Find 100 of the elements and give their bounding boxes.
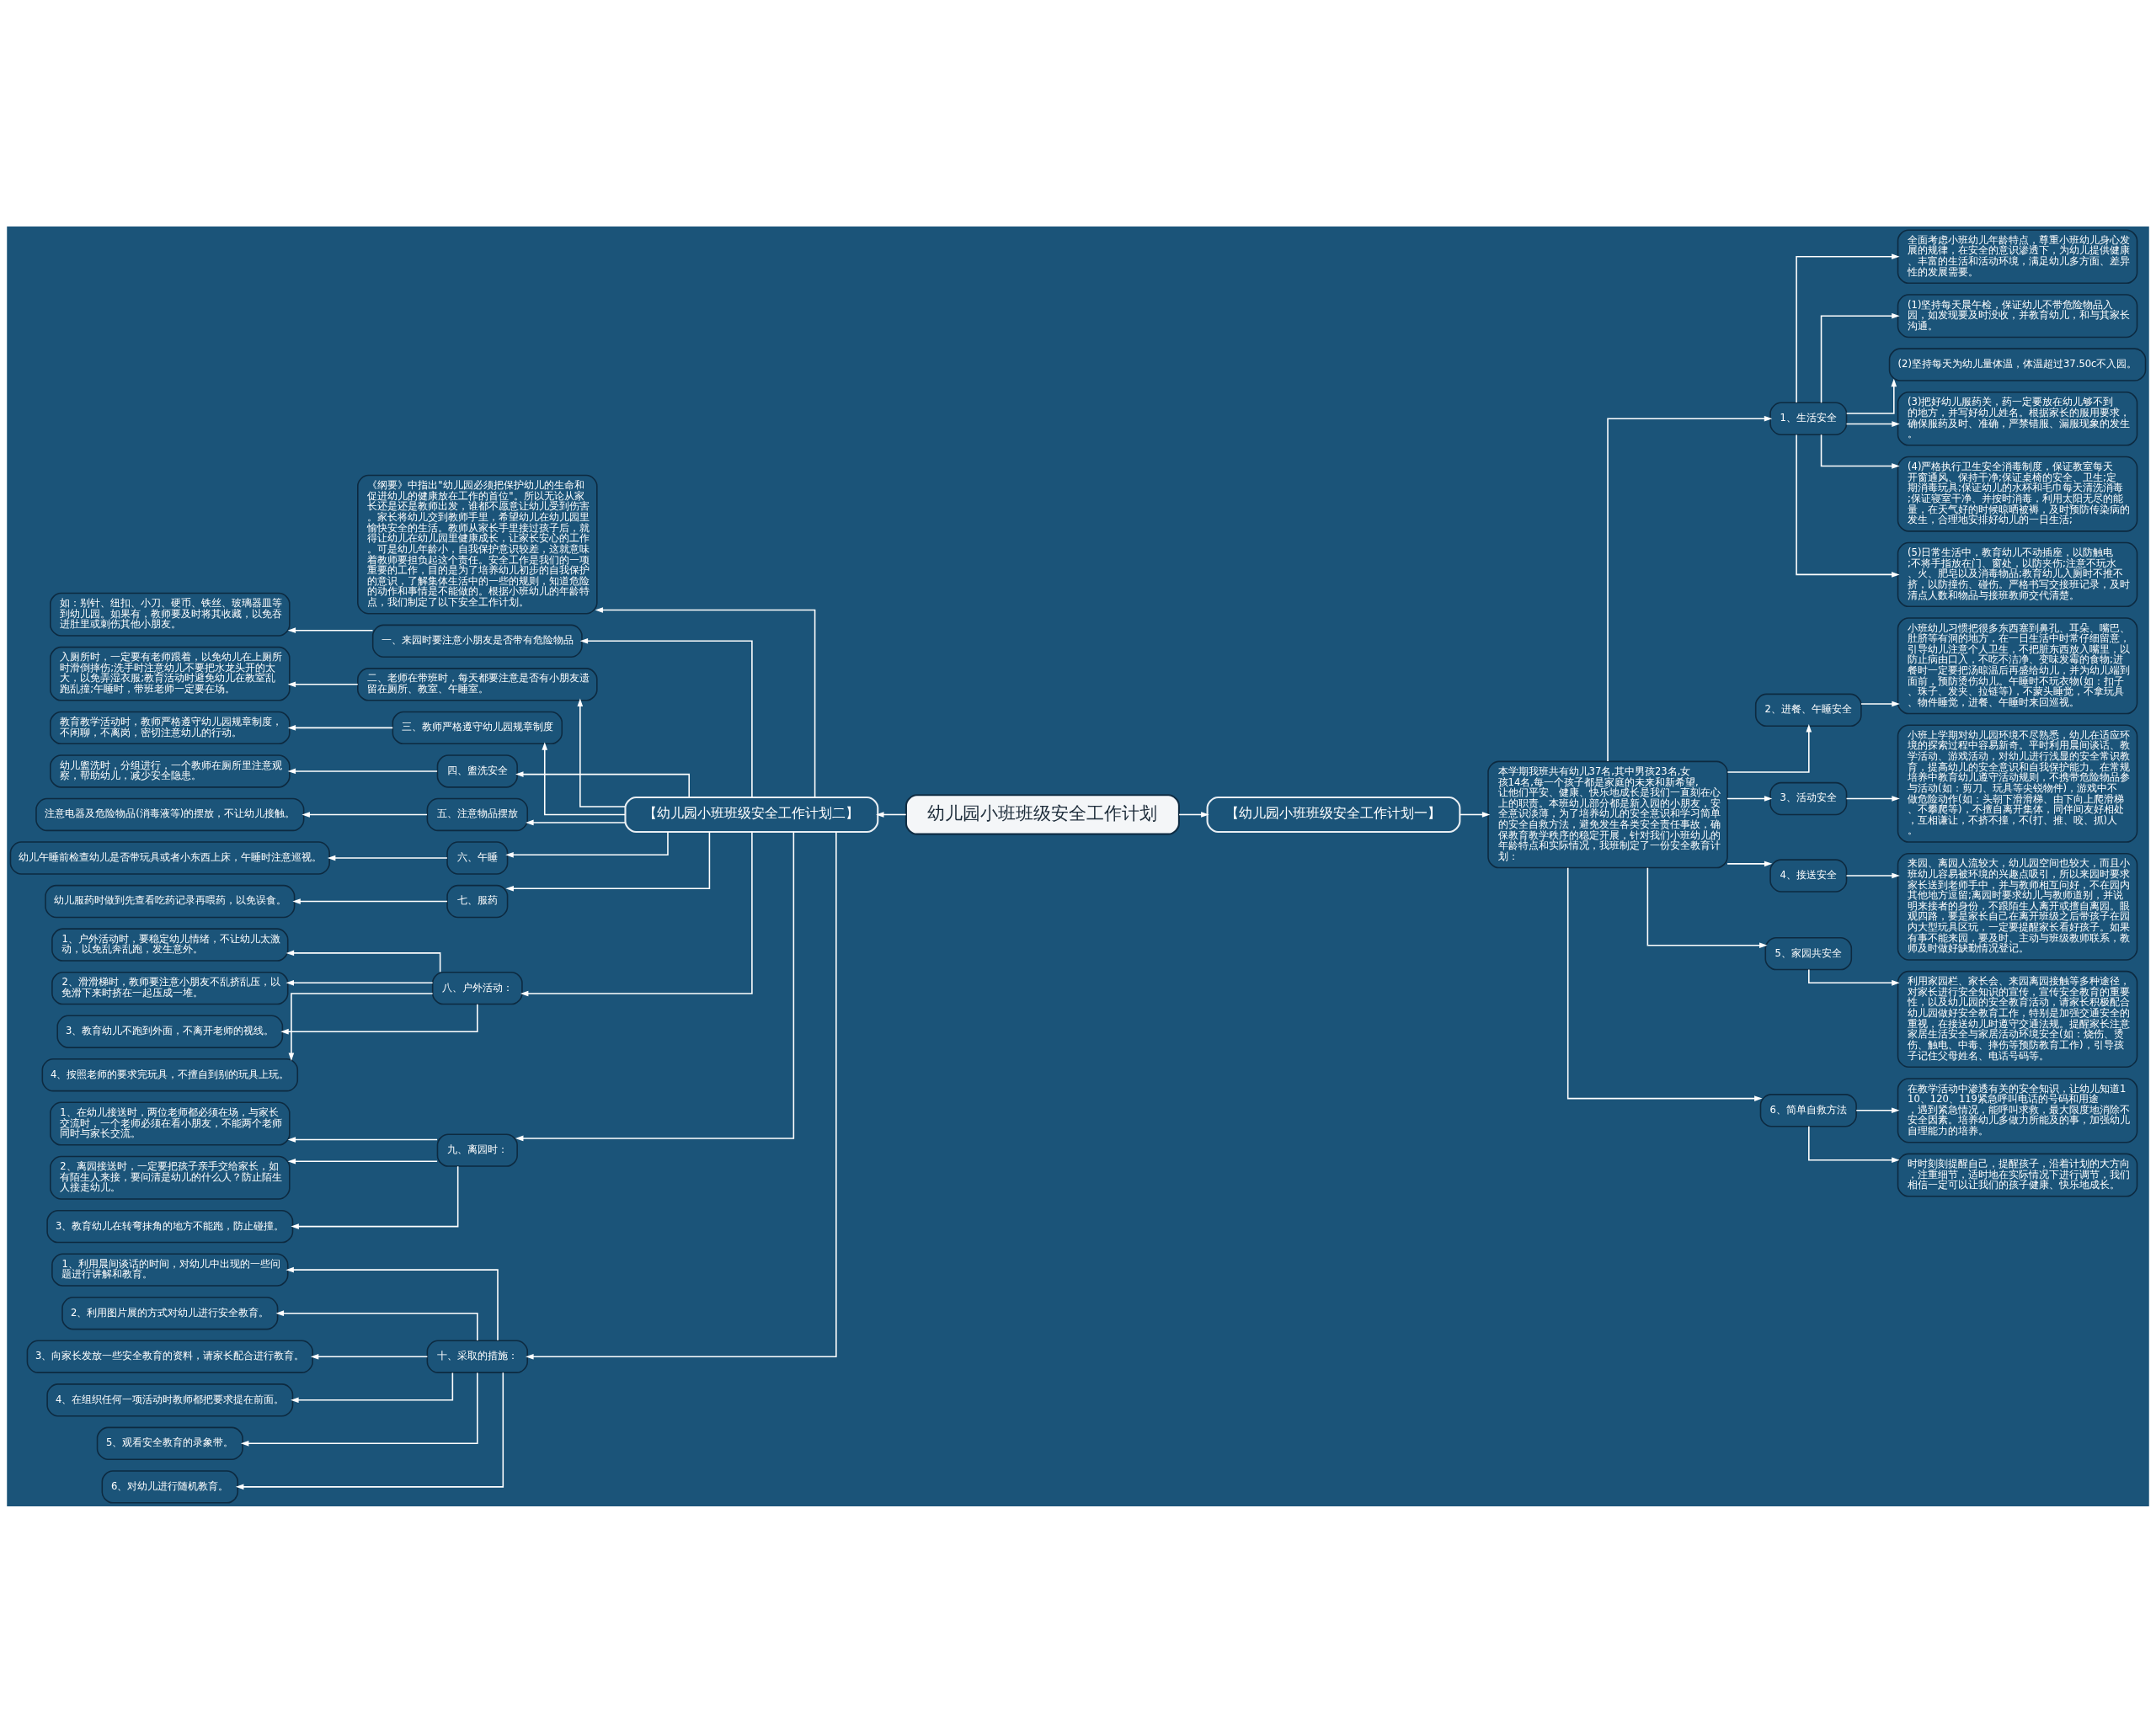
arrow — [579, 637, 753, 798]
node-box: 1、生活安全 — [1769, 402, 1848, 435]
node-box: (5)日常生活中，教育幼儿不动插座，以防触电;不将手指放在门、窗处，以防夹伤;注意不玩水、火、肥皂以及消毒物品;教育幼儿入厕时不推不挤，以防撞伤、碰伤。严格书写交接班记录，及时清点人数和物品与接班教师交代清楚。 — [1897, 541, 2138, 607]
arrow — [287, 724, 394, 731]
node-box: 教育教学活动时，教师严格遵守幼儿园规章制度，不闲聊，不离岗，密切注意幼儿的行动。 — [50, 711, 291, 744]
arrow — [310, 1353, 429, 1360]
arrow — [1459, 811, 1491, 818]
node-box: 3、活动安全 — [1769, 781, 1848, 815]
node-box: 3、教育幼儿不跑到外面，不离开老师的视线。 — [56, 1014, 284, 1048]
arrow — [287, 1158, 438, 1164]
node-box: 5、家园共安全 — [1764, 936, 1853, 970]
arrow — [1820, 312, 1900, 403]
node-box: 幼儿园小班班级安全工作计划 — [905, 793, 1180, 835]
arrow — [505, 831, 711, 892]
node-box: 2、离园接送时，一定要把孩子亲手交给家长，如有陌生人来接，要问清是幼儿的什么人？防止陌生人接走幼儿。 — [50, 1155, 291, 1200]
arrow — [1808, 968, 1900, 986]
arrow — [291, 1165, 459, 1229]
node-box: 七、服药 — [446, 884, 509, 918]
node-box: 十、采取的措施： — [426, 1340, 529, 1373]
arrow — [287, 1136, 438, 1143]
node-box: 本学期我班共有幼儿37名,其中男孩23名,女孩14名,每一个孩子都是家庭的未来和新希望,让他们平安、健康、快乐地成长是我们一直刻在心上的职责。本班幼儿部分都是新入园的小朋友，安全意识淡薄，为了培养幼儿的安全意识和学习简单的安全自救方法，避免发生各类安全责任事故，确保教育教学秩序的稳定开展，针对我们小班幼儿的年龄特点和实际情况，我班制定了一份安全教育计划： — [1487, 760, 1728, 868]
node-box: 一、来园时要注意小朋友是否带有危险物品 — [371, 624, 583, 658]
node-box: 1、户外活动时，要稳定幼儿情绪，不让幼儿太激动，以免乱奔乱跑，发生意外。 — [51, 927, 289, 962]
node-box: 2、利用图片展的方式对幼儿进行安全教育。 — [61, 1296, 279, 1330]
node-box: 3、向家长发放一些安全教育的资料，请家长配合进行教育。 — [26, 1340, 313, 1373]
node-box: 来园、离园人流较大，幼儿园空间也较大，而且小班幼儿容易被环境的兴趣点吸引，所以来园时要求家长送到老师手中，并与教师相互问好，不在园内其他地方逗留;离园时要求幼儿与教师道别，并说明来接者的身份，不跟陌生人离开或擅自离园。眼观四路，要是家长自己在离开班级之后带孩子在园内大型玩具区玩，一定要提醒家长看好孩子。如果有事不能来园，要及时、主动与班级教师联系，教师及时做好缺勤情况登记。 — [1897, 852, 2138, 961]
arrow — [1860, 701, 1900, 706]
arrow — [876, 811, 907, 818]
arrow — [1726, 723, 1812, 773]
arrow — [288, 992, 434, 1061]
node-box: 九、离园时： — [436, 1132, 518, 1167]
arrow — [1566, 866, 1763, 1101]
arrow — [515, 830, 795, 1141]
arrow — [526, 830, 837, 1360]
arrow — [240, 1372, 478, 1447]
arrow — [1845, 420, 1900, 427]
arrow — [287, 681, 359, 687]
arrow — [1607, 415, 1773, 762]
node-box: 入厕所时，一定要有老师跟着，以免幼儿在上厕所时滑倒摔伤;洗手时注意幼儿不要把水龙头开的太大，以免弄湿衣服;教育活动时避免幼儿在教室乱跑乱撞;午睡时，带班老师一定要在场。 — [50, 646, 291, 701]
node-box: 6、对幼儿进行随机教育。 — [101, 1469, 239, 1504]
arrow — [520, 830, 753, 996]
arrow — [1808, 1125, 1900, 1163]
arrow — [286, 1266, 499, 1341]
arrow — [1646, 866, 1768, 948]
node-box: 利用家园栏、家长会、来园离园接触等多种途径，对家长进行安全知识的宣传，宣传安全教育的重要性，以及幼儿园的安全教育活动，请家长积极配合幼儿园做好安全教育工作，特别是加强交通安全的重视，在接送幼儿时遵守交通法规。提醒家长注意家居生活安全与家居活动环境安全(如：烧伤、烫伤、触电、中毒、摔伤等预防教育工作)，引导孩子记住父母姓名、电话号码等。 — [1897, 970, 2138, 1068]
arrow — [327, 855, 448, 861]
arrow — [291, 1372, 454, 1403]
node-box: 幼儿盥洗时，分组进行，一个教师在厕所里注意观察，帮助幼儿，减少安全隐患。 — [50, 754, 291, 788]
arrow — [1726, 861, 1773, 866]
node-box: 2、滑滑梯时，教师要注意小朋友不乱挤乱压，以免滑下来时挤在一起压成一堆。 — [51, 971, 289, 1005]
node-box: 4、按照老师的要求完玩具，不擅自到别的玩具上玩。 — [41, 1058, 299, 1091]
arrow — [280, 1003, 478, 1034]
node-box: (3)把好幼儿服药关，药一定要放在幼儿够不到的地方，并写好幼儿姓名。根据家长的服用要求，确保服药及时、准确，严禁错服、漏服现象的发生。 — [1897, 391, 2138, 446]
node-box: 《纲要》中指出"幼儿园必须把保护幼儿的生命和促进幼儿的健康放在工作的首位"。所以无论从家长还是还是教师出发，谁都不愿意让幼儿受到伤害。家长将幼儿交到教师手里，希望幼儿在幼儿园里愉快安全的生活。教师从家长手里接过孩子后，就得让幼儿在幼儿园里健康成长，让家长安心的工作。可是幼儿年龄小，自我保护意识较差，这就意味着教师要担负起这个责任。安全工作是我们的一项重要的工作，目的是为了培养幼儿初步的自我保护的意识，了解集体生活中的一些的规则，知道危险的动作和事情是不能做的。根据小班幼儿的年龄特点，我们制定了以下安全工作计划。 — [357, 474, 598, 614]
arrow — [286, 950, 441, 973]
arrow — [235, 1371, 504, 1490]
arrow — [1726, 795, 1773, 802]
node-box: 小班幼儿习惯把很多东西塞到鼻孔、耳朵、嘴巴、肚脐等有洞的地方，在一日生活中时常仔细留意，引导幼儿注意个人卫生，不把脏东西放入嘴里，以防止病由口入，不吃不洁净、变味发霉的食物;进餐时一定要把汤晾温后再盛给幼儿，并为幼儿端到面前，预防烫伤幼儿。午睡时不玩衣物(如：扣子、珠子、发夹、拉链等)，不蒙头睡觉，不拿玩具、物件睡觉，进餐、午睡时来回巡视。 — [1897, 616, 2138, 714]
arrow — [286, 979, 434, 986]
node-box: 【幼儿园小班班级安全工作计划二】 — [624, 796, 879, 833]
arrow — [287, 626, 374, 633]
node-box: 四、盥洗安全 — [436, 754, 518, 788]
arrow — [515, 770, 690, 798]
node-box: 幼儿服药时做到先查看吃药记录再喂药，以免误食。 — [45, 884, 296, 918]
node-box: 注意电器及危险物品(消毒液等)的摆放，不让幼儿接触。 — [35, 797, 305, 831]
arrow — [505, 830, 669, 858]
node-box: 【幼儿园小班班级安全工作计划一】 — [1206, 796, 1461, 833]
arrow — [275, 1309, 478, 1341]
arrow — [577, 697, 627, 807]
node-box: (1)坚持每天晨午检，保证幼儿不带危险物品入园，如发现要及时没收，并教育幼儿，和与其家长沟通。 — [1897, 293, 2138, 338]
arrow — [1796, 434, 1900, 578]
node-box: 五、注意物品摆放 — [426, 797, 529, 831]
arrow — [1796, 253, 1900, 403]
arrow — [1845, 872, 1900, 878]
arrow — [1845, 378, 1897, 414]
node-box: 4、接送安全 — [1769, 858, 1848, 893]
node-box: 幼儿午睡前检查幼儿是否带玩具或者小东西上床，午睡时注意巡视。 — [9, 840, 330, 875]
node-box: 小班上学期对幼儿园环境不尽熟悉，幼儿在适应环境的探索过程中容易新奇。平时利用晨间谈话、教学活动、游戏活动，对幼儿进行浅显的安全常识教育，提高幼儿的安全意识和自我保护能力。在常规培养中教育幼儿遵守活动规则，不携带危险物品参与活动(如：剪刀、玩具等尖锐物件)，游戏中不做危险动作(如：头朝下滑滑梯、由下向上爬滑梯、不攀爬等)，不擅自离开集体，同伴间友好相处，互相谦让，不挤不撞，不(打、推、咬、抓)人。 — [1897, 723, 2138, 843]
node-box: 如：别针、纽扣、小刀、硬币、铁丝、玻璃器皿等到幼儿园。如果有，教师要及时将其收藏，以免吞进肚里或刺伤其他小朋友。 — [50, 592, 291, 637]
arrow — [1178, 811, 1209, 818]
node-box: 5、观看安全教育的录象带。 — [96, 1426, 243, 1460]
node-box: 3、教育幼儿在转弯抹角的地方不能跑，防止碰撞。 — [46, 1209, 294, 1243]
node-box: 二、老师在带班时，每天都要注意是否有小朋友遗留在厕所、教室、午睡室。 — [357, 667, 598, 701]
arrow — [302, 811, 428, 818]
arrow — [595, 606, 816, 798]
arrow — [542, 741, 627, 815]
node-box: 4、在组织任何一项活动时教师都把要求提在前面。 — [46, 1383, 294, 1416]
node-box: 三、教师严格遵守幼儿园规章制度 — [392, 711, 563, 744]
node-box: 时时刻刻提醒自己，提醒孩子，沿着计划的大方向，注重细节，适时地在实际情况下进行调节，我们相信一定可以让我们的孩子健康、快乐地成长。 — [1897, 1153, 2138, 1197]
node-box: 2、进餐、午睡安全 — [1754, 693, 1862, 727]
node-box: (4)严格执行卫生安全消毒制度，保证教室每天开窗通风、保持干净;保证桌椅的安全、卫生;定期消毒玩具;保证幼儿的水杯和毛巾每天清洗消毒;保证寝室干净、并按时消毒，利用太阳无尽的能量，在天气好的时候晾晒被褥，及时预防传染病的发生，合理地安排好幼儿的一日生活; — [1897, 456, 2138, 532]
node-box: 在教学活动中渗透有关的安全知识，让幼儿知道110、120、119紧急呼叫电话的号码和用途，遇到紧急情况，能呼叫求救，最大限度地消除不安全因素。培养幼儿多做力所能及的事，加强幼儿自理能力的培养。 — [1897, 1077, 2138, 1143]
node-box: (2)坚持每天为幼儿量体温，体温超过37.50c不入园。 — [1888, 347, 2147, 381]
arrow — [287, 768, 438, 774]
node-box: 八、户外活动： — [431, 971, 523, 1005]
arrow — [1845, 795, 1900, 802]
arrow — [292, 898, 448, 904]
arrow — [1855, 1106, 1900, 1113]
node-box: 1、在幼儿接送时，两位老师都必须在场，与家长交流时，一个老师必须在看小朋友，不能两个老师同时与家长交流。 — [50, 1101, 291, 1146]
arrow — [1820, 434, 1900, 469]
